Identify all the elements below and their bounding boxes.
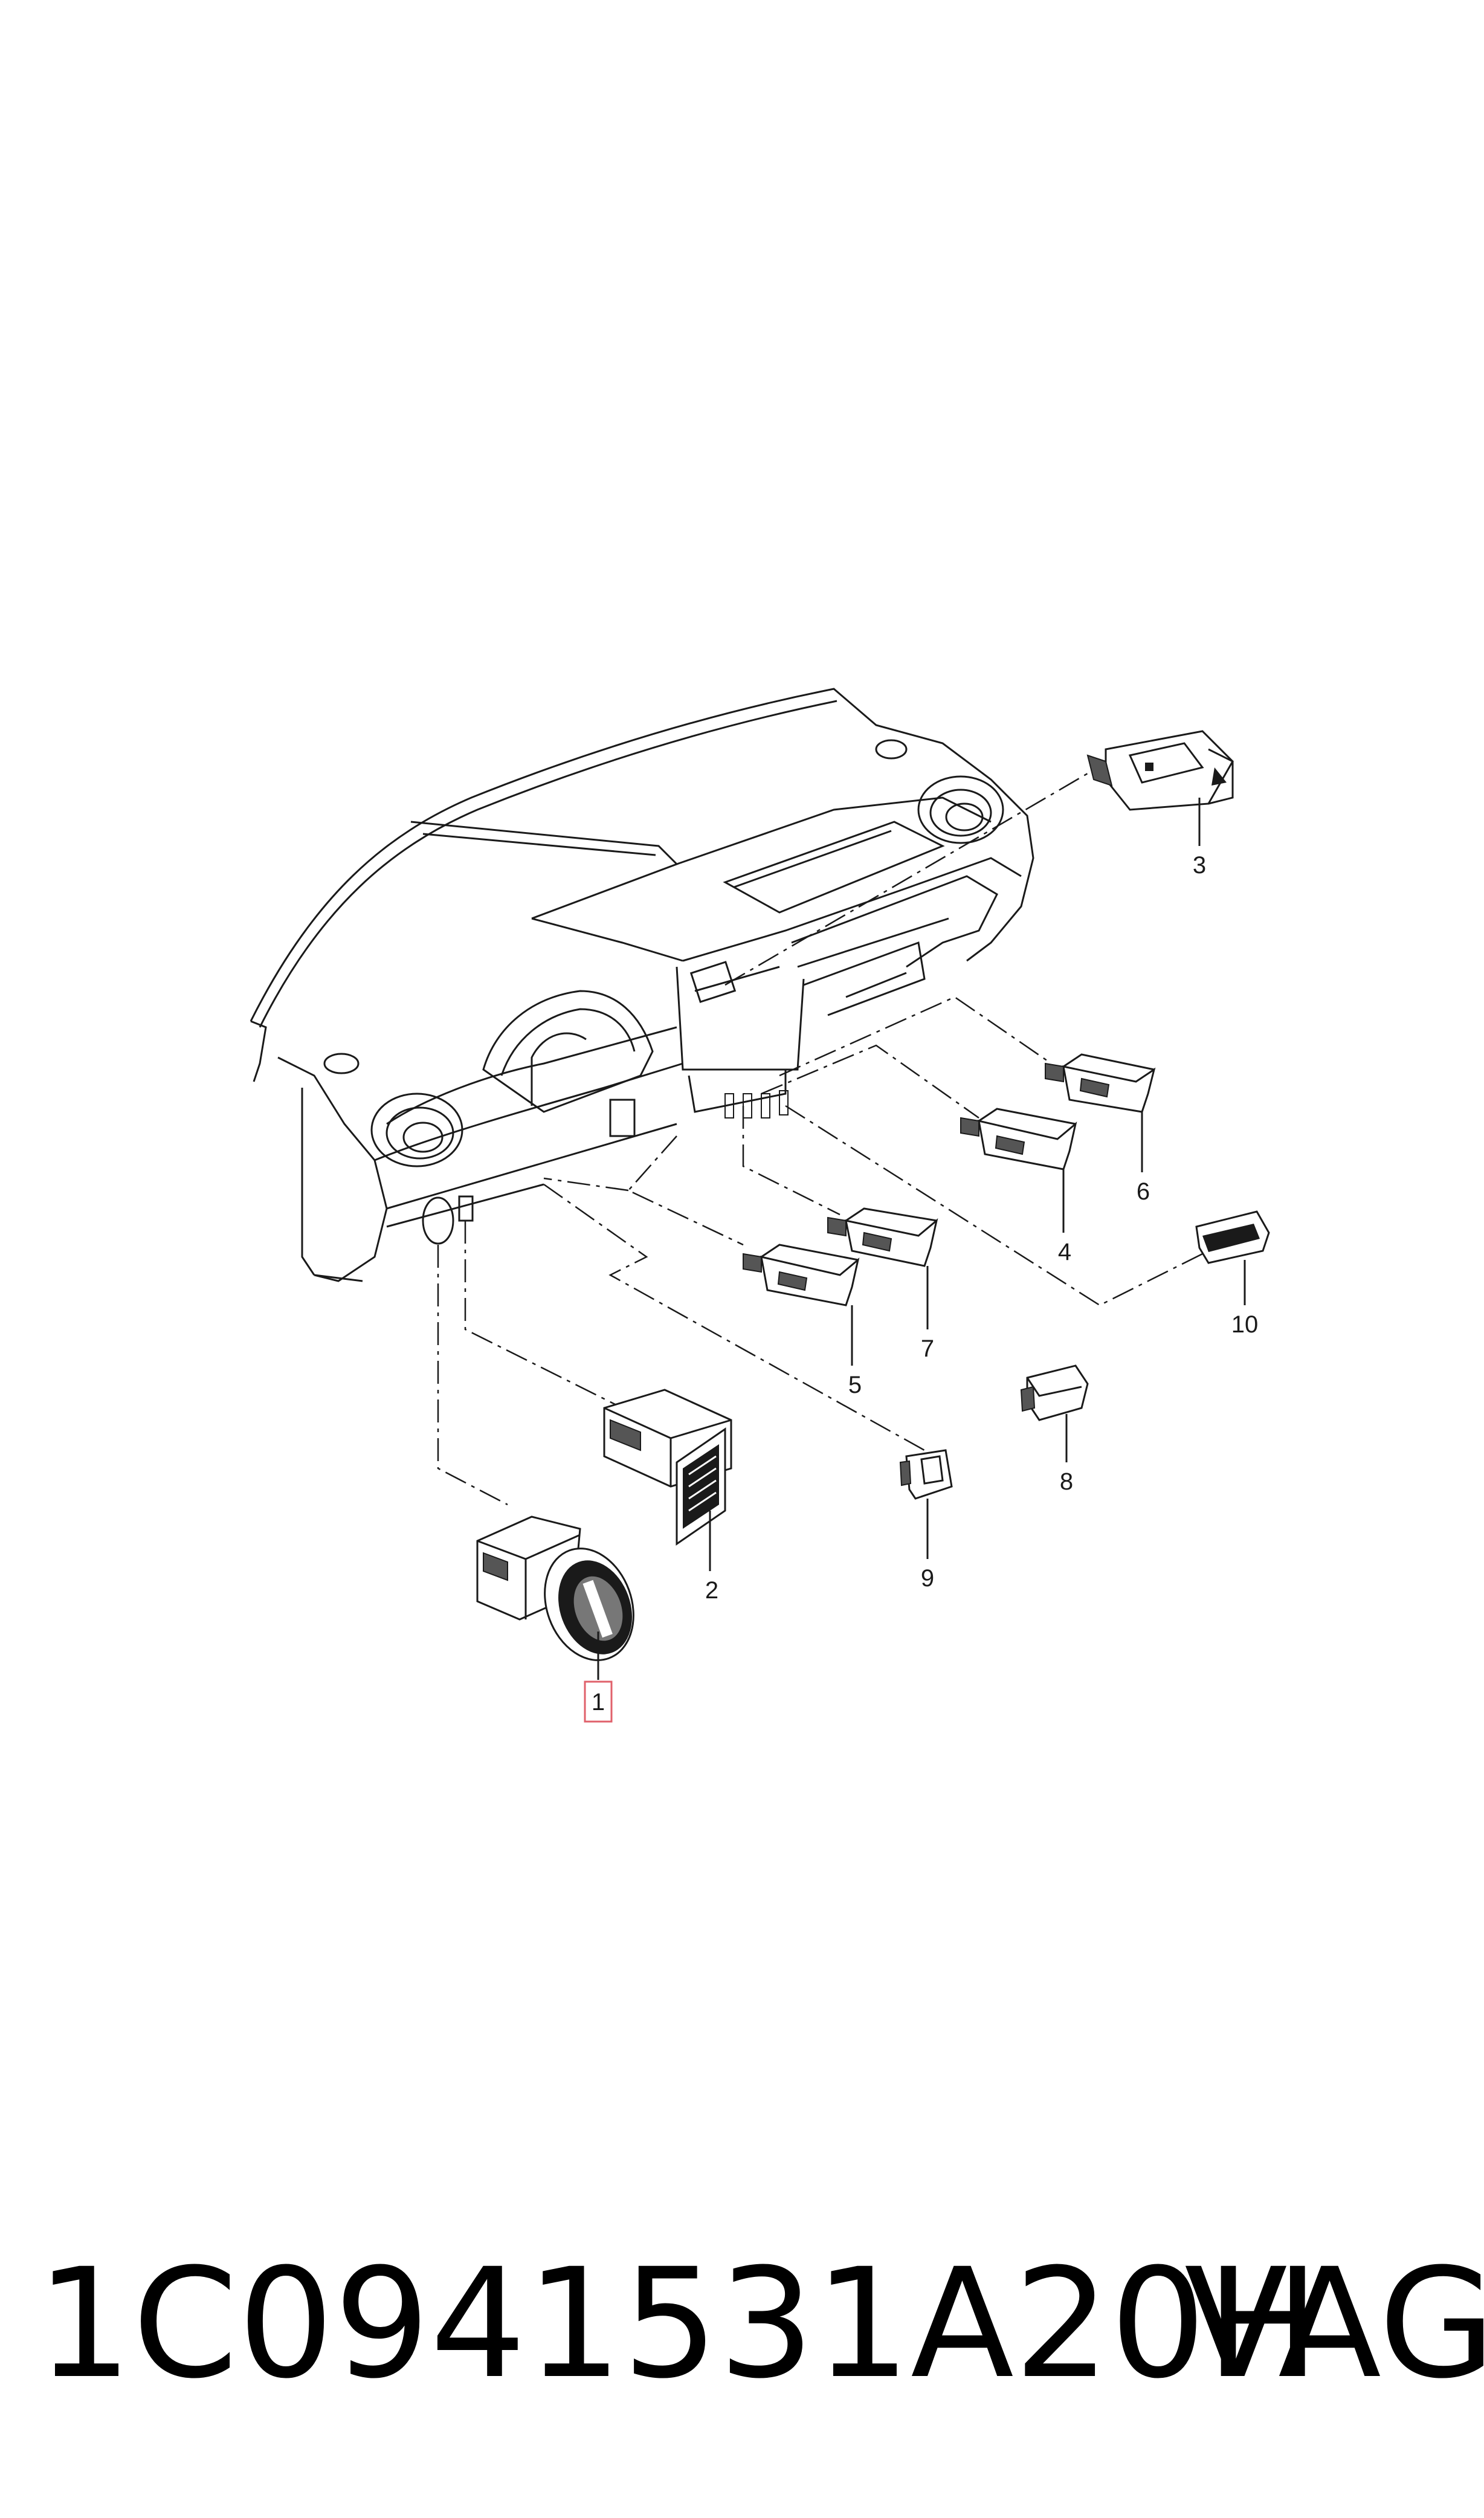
part-2-switch-vent [603, 1389, 732, 1571]
part-1-light-switch [476, 1516, 634, 1680]
dashboard-illustration [250, 688, 1034, 1282]
part-5-switch [743, 1244, 860, 1366]
assembly-leader-lines [437, 772, 1209, 1506]
part-10-switch [1195, 1210, 1270, 1305]
part-8-cover [1020, 1364, 1089, 1462]
part-number-labels: 1 2 3 4 5 6 7 8 9 10 [584, 852, 1259, 1723]
label-9: 9 [921, 1565, 934, 1592]
part-7-switch [827, 1207, 938, 1329]
label-4: 4 [1058, 1239, 1071, 1265]
label-2: 2 [705, 1577, 718, 1604]
part-9-switch [899, 1449, 953, 1559]
brand-text: VAG [1184, 2236, 1484, 2412]
part-number-text: 1C0941531A20H [36, 2236, 1320, 2412]
footer: 1C0941531A20H VAG [0, 2236, 1484, 2429]
label-7: 7 [921, 1335, 934, 1362]
label-1: 1 [592, 1689, 605, 1716]
label-5: 5 [848, 1372, 862, 1398]
part-4-switch [960, 1108, 1077, 1233]
label-3: 3 [1193, 852, 1206, 879]
label-10: 10 [1231, 1311, 1259, 1338]
part-3-hazard-switch [1086, 730, 1234, 846]
label-6: 6 [1137, 1178, 1150, 1205]
label-8: 8 [1060, 1468, 1073, 1495]
highlight-box [584, 1680, 613, 1723]
part-6-switch [1045, 1053, 1156, 1172]
